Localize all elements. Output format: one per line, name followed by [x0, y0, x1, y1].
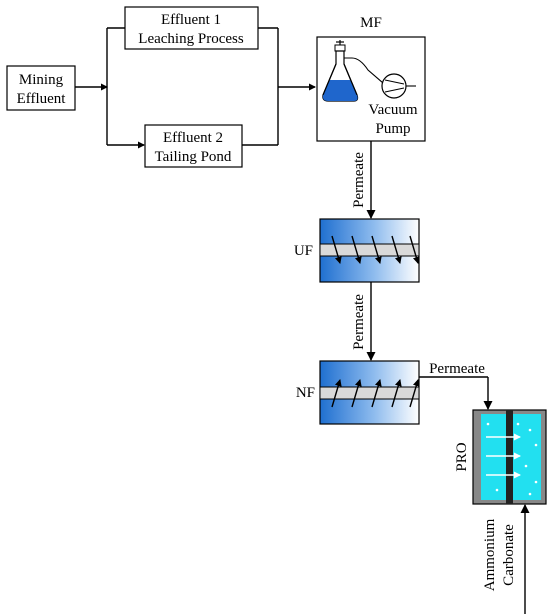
mining-effluent-label-line1: Mining [19, 72, 64, 88]
nf-flux-arrow [331, 379, 342, 408]
uf-label: UF [294, 243, 313, 259]
effluent1-box: Effluent 1 Leaching Process [124, 6, 259, 50]
pro-dot [524, 464, 528, 468]
nf-flux-arrow [391, 379, 402, 408]
effluent1-label-line1: Effluent 1 [161, 12, 221, 28]
mining-effluent-box: Mining Effluent [6, 65, 76, 111]
nf-flux-arrow [409, 379, 420, 408]
effluent2-box: Effluent 2 Tailing Pond [144, 124, 243, 168]
uf-flux-arrow [331, 235, 342, 264]
uf-membrane-module [319, 218, 420, 283]
nf-flux-arrow [351, 379, 362, 408]
pro-dot [534, 480, 538, 484]
pro-dot [495, 488, 499, 492]
split-connectors [75, 27, 316, 149]
mining-effluent-label-line2: Effluent [17, 91, 67, 107]
vacuum-pump-label-line1: Vacuum [368, 102, 417, 118]
vacuum-pump-icon [381, 73, 416, 99]
mf-unit-box: Vacuum Pump [316, 36, 426, 142]
vacuum-pump-label-line2: Pump [375, 121, 410, 137]
flask-icon [322, 40, 384, 102]
uf-flux-arrow [409, 235, 420, 264]
pro-dot [528, 492, 532, 496]
nf-membrane-module [319, 360, 420, 425]
effluent2-label-line2: Tailing Pond [155, 149, 232, 165]
nf-label: NF [296, 385, 315, 401]
nf-flux-arrow [371, 379, 382, 408]
nf-to-pro-arrow [419, 376, 493, 410]
pro-dot [534, 443, 538, 447]
pro-label: PRO [454, 442, 470, 471]
uf-flux-arrow [351, 235, 362, 264]
pro-flux-arrows [486, 433, 521, 479]
ammonium-label-line2: Carbonate [501, 524, 517, 586]
uf-to-nf-label: Permeate [351, 294, 367, 350]
pro-module [472, 409, 547, 505]
pro-dot [486, 422, 490, 426]
uf-flux-arrow [371, 235, 382, 264]
uf-flux-arrow [391, 235, 402, 264]
pro-dot [528, 428, 532, 432]
effluent1-label-line2: Leaching Process [138, 31, 244, 47]
ammonium-label-line1: Ammonium [482, 518, 498, 591]
effluent2-label-line1: Effluent 2 [163, 130, 223, 146]
mf-to-uf-label: Permeate [351, 152, 367, 208]
mf-label: MF [360, 15, 382, 31]
pro-dot [516, 422, 520, 426]
nf-to-pro-label: Permeate [429, 361, 485, 377]
